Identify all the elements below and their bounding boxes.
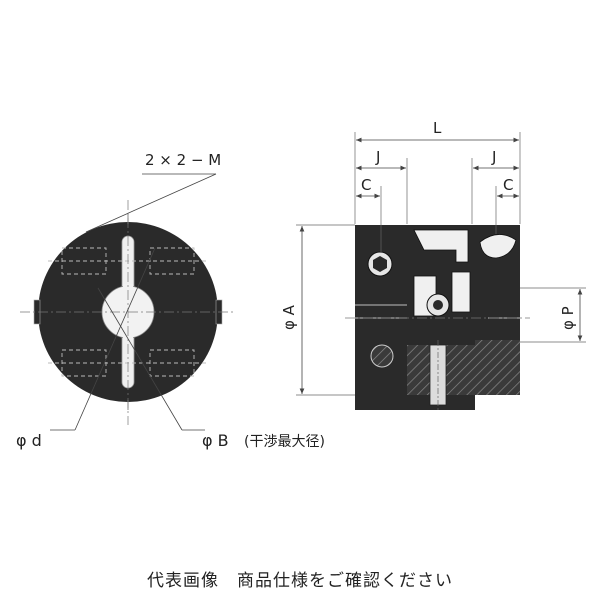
lower-screw-left (370, 344, 394, 368)
extension-lines (296, 132, 586, 396)
max-diameter-label: φ B (202, 431, 229, 450)
screw-callout-label: 2 × 2 − M (145, 151, 221, 169)
caption: 代表画像 商品仕様をご確認ください (147, 571, 453, 591)
bore-diameter-label: φ d (16, 431, 42, 450)
front-leader-lines (50, 173, 217, 431)
hidden-screw-holes (48, 247, 206, 377)
hex-socket-icon (373, 256, 387, 272)
right-hub-section (475, 340, 520, 395)
p-diameter-label: φ P (559, 306, 577, 330)
dimension-lines (299, 137, 583, 394)
front-centerlines (20, 200, 236, 425)
side-view: L J J C C φ A φ P (280, 119, 586, 410)
max-diameter-note: (干渉最大径) (244, 434, 325, 450)
center-screw-hole (433, 300, 443, 310)
spacer-window-right (451, 271, 471, 313)
right-hub-oval-window (479, 234, 517, 259)
front-view: 2 × 2 − M φ d φ B (干渉最大径) (16, 151, 325, 450)
c-left-label: C (361, 176, 371, 194)
j-right-label: J (491, 148, 496, 166)
length-label: L (433, 119, 442, 137)
outer-diameter-label: φ A (280, 304, 298, 330)
c-right-label: C (503, 176, 513, 194)
j-left-label: J (375, 148, 380, 166)
spacer-upper-cut (413, 229, 469, 263)
bore-slot-top (123, 284, 133, 294)
